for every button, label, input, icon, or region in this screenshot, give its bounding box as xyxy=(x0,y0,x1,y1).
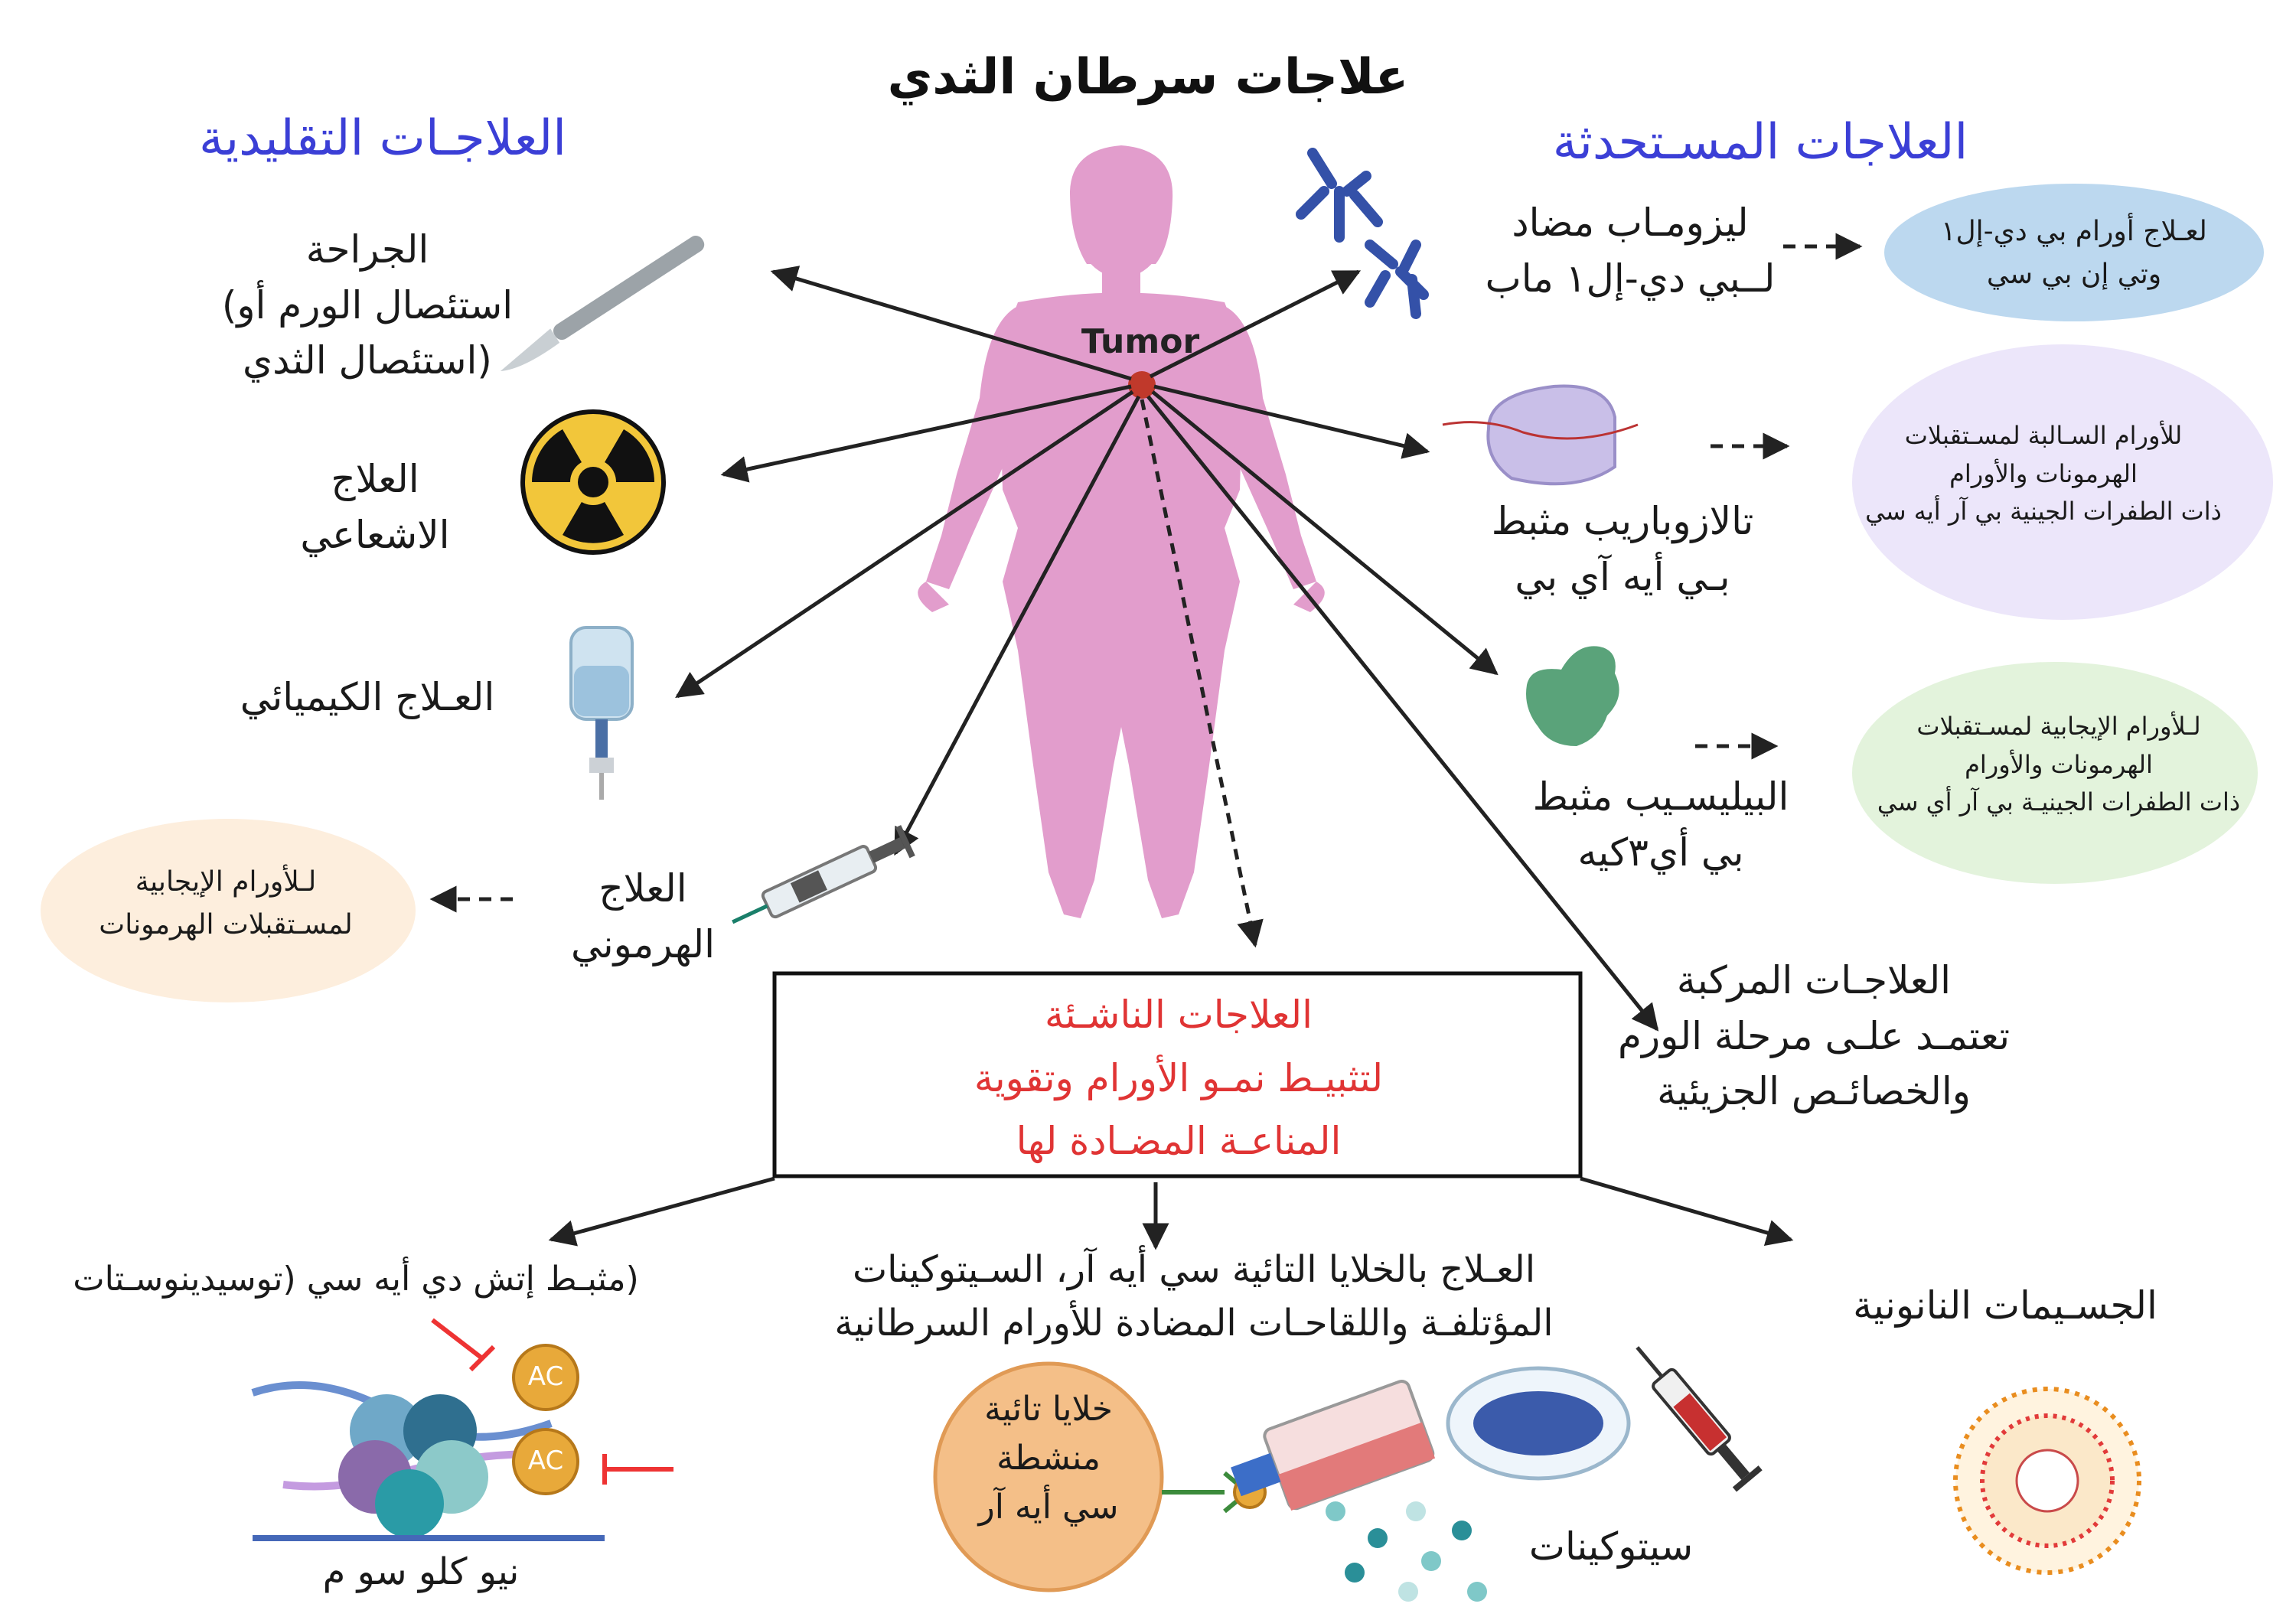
heading-traditional: العلاجـات التقليدية xyxy=(199,110,566,167)
nanoparticles-label: الجسـيمات النانونية xyxy=(1853,1283,2157,1328)
tumor-label: Tumor xyxy=(1081,322,1200,361)
antibody-icon xyxy=(1296,148,1429,319)
hormonal-label: العلاج الهرموني xyxy=(571,866,715,966)
pi3k-label: البيليسـيب مثبط بي أي٣كيه xyxy=(1532,774,1789,875)
human-body-figure xyxy=(918,145,1325,918)
cart-label: العـلاج بالخلايا التائية سي أيه آر، السـ… xyxy=(834,1248,1554,1345)
note-bubble-parp xyxy=(1852,344,2273,620)
note-bubble-pdl1 xyxy=(1884,184,2264,321)
page-title: علاجات سرطان الثدي xyxy=(887,49,1409,106)
pdl1-note: لعـلاج أورام بي دي-إل١ وتي إن بي سي xyxy=(1941,216,2207,290)
nucleosome-icon xyxy=(251,1318,673,1541)
radiation-label: العلاج الاشعاعي xyxy=(300,457,450,557)
cytokine-dots xyxy=(1326,1501,1487,1602)
nucleosome-label: نيو كلو سو م xyxy=(322,1550,520,1593)
pi3k-note: لـلأورام الإيجابية لمسـتقبلات الهرمونات … xyxy=(1877,712,2241,817)
t-cell-circle xyxy=(933,1361,1164,1592)
emerging-box xyxy=(772,971,1583,1178)
pi3k-enzyme-icon xyxy=(1526,646,1619,746)
pdl1-label: ليزومـاب مضاد لــبي دي-إل١ ماب xyxy=(1485,200,1776,301)
syringe-icon xyxy=(732,825,915,924)
ac-text: AC xyxy=(527,1361,564,1392)
ac-text: AC xyxy=(527,1446,564,1476)
iv-bag-icon xyxy=(569,626,634,800)
note-bubble-pi3k xyxy=(1852,662,2258,884)
scalpel-icon xyxy=(500,236,705,371)
parp-note: للأورام السـالبة لمسـتقبلات الهرمونات وا… xyxy=(1865,421,2222,526)
tumor-mass xyxy=(1128,371,1156,399)
hormonal-note: لـلأورام الإيجابية لمسـتقبلات الهرمونات xyxy=(99,866,353,940)
surgery-label: الجراحة استئصال الورم أو) (استئصال الثدي xyxy=(221,227,514,383)
vaccine-syringe-icon xyxy=(1636,1346,1763,1492)
cytokines-label: سيتوكينات xyxy=(1528,1524,1694,1569)
arrows xyxy=(429,233,1863,1250)
petri-dish-icon xyxy=(1446,1366,1631,1481)
nanoparticle-icon xyxy=(1953,1387,2141,1575)
parp-enzyme-icon xyxy=(1442,384,1639,486)
ac-marker xyxy=(512,1344,579,1411)
emerging-text: العلاجات الناشـئة لتثبيـط نمـو الأورام و… xyxy=(974,993,1384,1163)
heading-modern: العلاجات المسـتحدثة xyxy=(1552,114,1968,171)
combined-label: العلاجـات المركبة تعتمـد علـى مرحلة الور… xyxy=(1617,958,2010,1113)
activated-t-cell-label: خلايا تائية منشطة سي أيه آر xyxy=(978,1390,1119,1527)
culture-flask-icon xyxy=(1231,1380,1436,1511)
hdac-label: (مثبـط إتش دي أيه سي (توسيدينوسـتات xyxy=(73,1260,639,1299)
note-bubble-hormonal xyxy=(41,819,416,1002)
parp-label: تالازوباريب مثبط بـي أيه آي بي xyxy=(1491,499,1754,599)
ac-marker xyxy=(512,1428,579,1495)
chemo-label: العـلاج الكيميائي xyxy=(240,675,495,719)
radiation-icon xyxy=(520,409,666,555)
